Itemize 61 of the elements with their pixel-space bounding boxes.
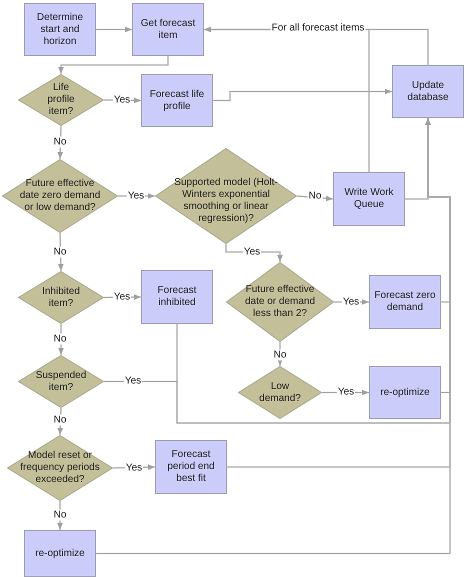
connector-arrow [96, 26, 132, 32]
edge-label: No [52, 414, 68, 426]
process-box [24, 3, 96, 56]
edge-label: No [272, 350, 288, 360]
process-box [369, 275, 441, 329]
process-box [392, 65, 464, 118]
edge-label: No [52, 334, 68, 344]
process-box [132, 3, 204, 56]
box-label: Update database [406, 80, 450, 104]
connector-arrow [57, 126, 63, 160]
edge-label: Yes [124, 376, 142, 386]
decision-label: Suspended item? [34, 370, 88, 394]
box-label: Determine start and horizon [36, 12, 84, 48]
process-box [141, 270, 213, 324]
edge-label: Yes [124, 462, 144, 474]
edge-label: Yes [112, 94, 132, 106]
decision-label: Model reset or frequency periods exceeded? [19, 450, 101, 486]
connector-arrow [58, 232, 64, 272]
edge-label: No [52, 246, 68, 258]
connector-arrow [58, 56, 169, 74]
decision-diamond [18, 271, 104, 324]
connector-arrow [213, 88, 392, 102]
decision-diamond [155, 148, 297, 244]
box-label: Forecast period end best fit [166, 449, 216, 485]
edge-label: Yes [242, 246, 262, 258]
process-box [155, 440, 227, 494]
box-label: Write Work Queue [343, 187, 395, 211]
edge-label: No [308, 190, 322, 202]
edge-label: No [52, 136, 68, 148]
edge-label: Yes [112, 292, 132, 302]
process-box [141, 74, 213, 127]
decision-label: Low demand? [258, 380, 302, 404]
connector-arrow [57, 408, 64, 436]
connector-arrow [58, 324, 64, 355]
box-label: Forecast inhibited [156, 285, 198, 309]
edge-label: No [52, 510, 68, 520]
edge-label: Yes [126, 190, 146, 202]
decision-diamond [226, 262, 334, 342]
edge-label: Yes [342, 296, 360, 308]
process-box [333, 172, 405, 226]
edge-label: Yes [336, 386, 356, 398]
decision-diamond [2, 159, 118, 233]
box-label: re-optimize [379, 386, 431, 398]
decision-diamond [18, 74, 104, 126]
decision-label: Future effective date zero demand or low demand? [18, 178, 102, 214]
decision-label: Future effective date or demand less than 2? [244, 284, 316, 320]
box-label: Forecast life profile [148, 88, 206, 112]
decision-label: Inhibited item? [41, 286, 81, 310]
box-label: Forecast zero demand [373, 290, 437, 314]
decision-diamond [238, 366, 322, 419]
edge-label: For all forecast items [270, 22, 366, 34]
process-box [369, 366, 441, 419]
box-label: Get forecast item [140, 18, 196, 42]
connector-arrow [322, 390, 369, 396]
connector-arrow [225, 244, 283, 262]
process-box [24, 530, 96, 577]
decision-label: Life profile item? [46, 82, 76, 118]
decision-diamond [18, 355, 104, 408]
box-label: re-optimize [34, 548, 86, 560]
decision-diamond [7, 435, 113, 501]
decision-label: Supported model (Holt-Winters exponential smoothing or linear regression)? [174, 177, 278, 225]
